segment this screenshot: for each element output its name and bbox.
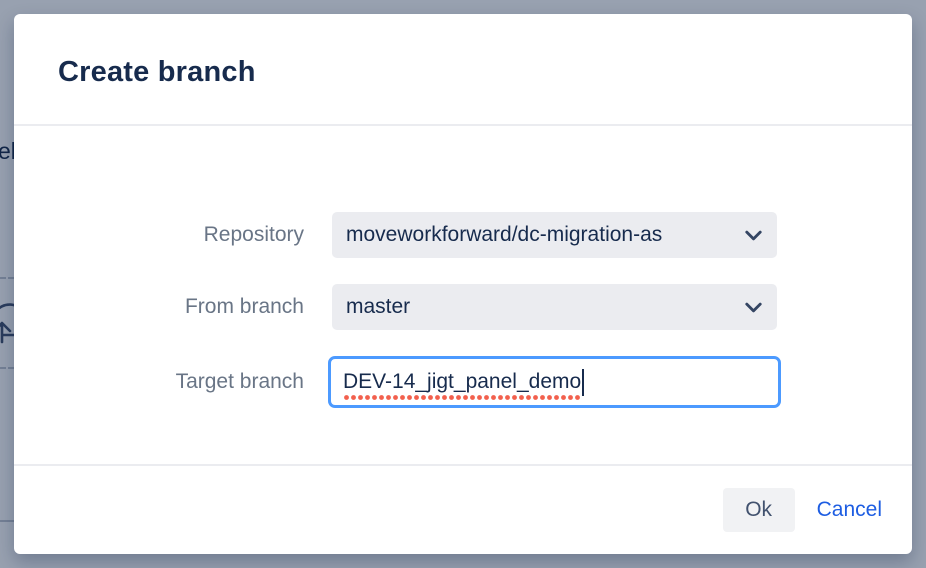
chevron-down-icon bbox=[742, 224, 765, 247]
from-branch-select[interactable]: master bbox=[332, 284, 777, 330]
background-dashed-divider bbox=[0, 367, 22, 369]
repository-row: Repository moveworkforward/dc-migration-… bbox=[134, 212, 912, 258]
repository-select[interactable]: moveworkforward/dc-migration-as bbox=[332, 212, 777, 258]
repository-label: Repository bbox=[203, 223, 304, 246]
target-branch-label: Target branch bbox=[175, 370, 304, 393]
cancel-link[interactable]: Cancel bbox=[816, 498, 882, 521]
from-branch-label: From branch bbox=[184, 295, 304, 318]
dialog-body: Repository moveworkforward/dc-migration-… bbox=[14, 126, 912, 464]
target-branch-input-value: DEV-14_jigt_panel_demo bbox=[343, 370, 582, 400]
create-branch-dialog: Create branch Repository moveworkforward… bbox=[14, 14, 912, 554]
dialog-header: Create branch bbox=[14, 14, 912, 126]
chevron-down-icon bbox=[742, 296, 765, 319]
clipped-background-text: el bbox=[0, 138, 16, 164]
background-dashed-divider bbox=[0, 277, 22, 279]
target-branch-row: Target branch DEV-14_jigt_panel_demo bbox=[134, 356, 912, 408]
repository-select-value: moveworkforward/dc-migration-as bbox=[346, 223, 663, 246]
dialog-title: Create branch bbox=[58, 56, 256, 88]
dialog-footer: Ok Cancel bbox=[14, 464, 912, 554]
background-divider bbox=[0, 520, 20, 522]
from-branch-row: From branch master bbox=[134, 284, 912, 330]
text-cursor bbox=[582, 368, 585, 396]
target-branch-input[interactable]: DEV-14_jigt_panel_demo bbox=[328, 356, 781, 408]
from-branch-select-value: master bbox=[346, 295, 411, 318]
ok-button[interactable]: Ok bbox=[722, 488, 795, 532]
